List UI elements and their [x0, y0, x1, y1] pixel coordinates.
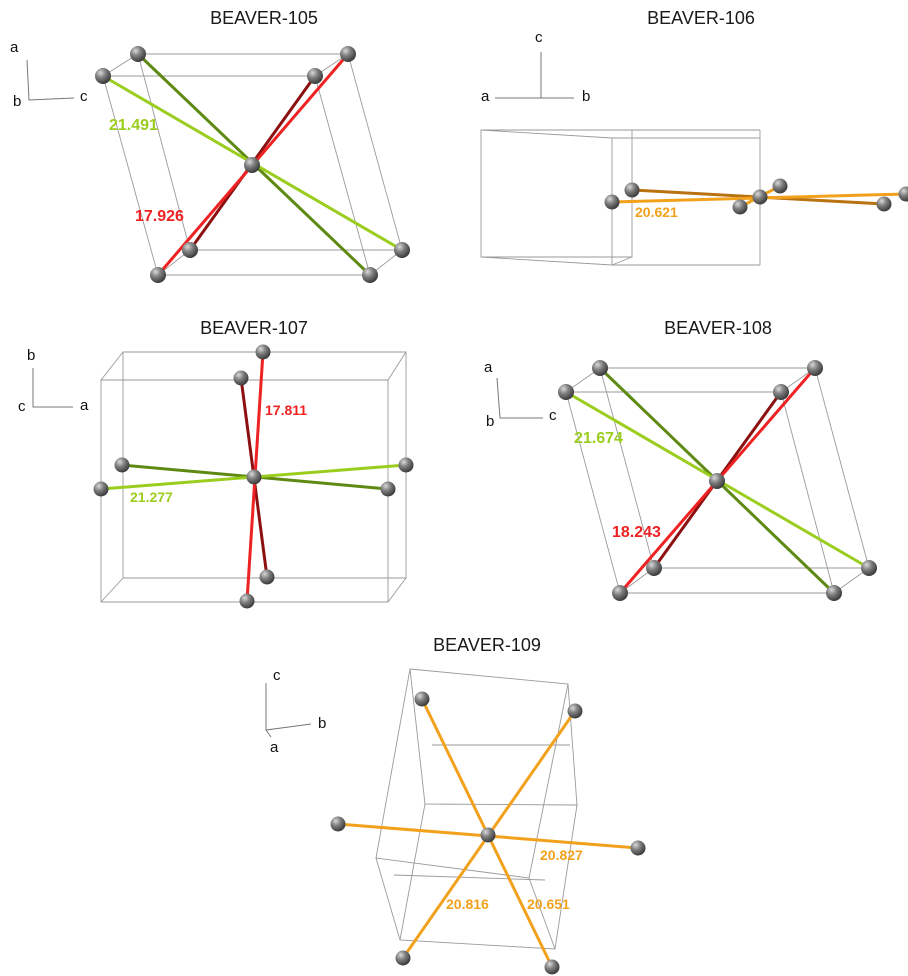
atoms — [604, 178, 908, 215]
distance-label-orange: 20.651 — [527, 896, 570, 912]
axis-lines — [26, 59, 75, 101]
panel-title: BEAVER-105 — [210, 8, 318, 28]
atom — [604, 194, 620, 210]
unit-cell — [100, 351, 407, 603]
atom — [592, 360, 608, 376]
atom — [182, 242, 198, 258]
axis-lines — [496, 377, 543, 419]
atom — [826, 585, 842, 601]
panel-title: BEAVER-109 — [433, 635, 541, 655]
atom-center — [244, 157, 260, 173]
atom-center — [480, 827, 496, 843]
atom — [233, 370, 249, 386]
atom — [95, 68, 111, 84]
atom — [259, 569, 275, 585]
atom — [567, 703, 583, 719]
distance-label-red: 17.926 — [135, 208, 184, 225]
axis-label-a: a — [270, 739, 279, 756]
atoms — [95, 46, 410, 283]
atom — [876, 196, 892, 212]
axis-label-b: b — [486, 413, 494, 430]
atom — [330, 816, 346, 832]
atom — [630, 840, 646, 856]
atom — [414, 691, 430, 707]
axis-label-b: b — [13, 93, 21, 110]
panel-title: BEAVER-108 — [664, 318, 772, 338]
axis-label-c: c — [18, 398, 26, 415]
panel-beaver-105: BEAVER-105 a b c — [10, 8, 410, 283]
distance-label-green: 21.277 — [130, 489, 173, 505]
atom — [624, 182, 640, 198]
atom — [807, 360, 823, 376]
panel-beaver-107: BEAVER-107 b c a — [18, 318, 414, 609]
axis-label-c: c — [549, 407, 557, 424]
atom — [558, 384, 574, 400]
unit-cell — [101, 53, 404, 276]
atom — [773, 384, 789, 400]
panel-title: BEAVER-106 — [647, 8, 755, 28]
atom — [239, 593, 255, 609]
axis-triad: a b c — [10, 39, 88, 110]
axis-label-a: a — [484, 359, 493, 376]
axis-triad: c a b — [481, 29, 590, 105]
atoms — [330, 691, 646, 975]
axis-label-c: c — [80, 88, 88, 105]
atom — [340, 46, 356, 62]
axis-label-b: b — [582, 88, 590, 105]
atom — [362, 267, 378, 283]
distance-label-green: 21.674 — [574, 430, 623, 447]
axis-label-b: b — [27, 347, 35, 364]
atom — [93, 481, 109, 497]
panel-beaver-108: BEAVER-108 a b c — [484, 318, 877, 601]
axis-label-a: a — [481, 88, 490, 105]
atom — [646, 560, 662, 576]
panel-beaver-106: BEAVER-106 c a b — [480, 8, 908, 266]
distance-label-orange: 20.827 — [540, 847, 583, 863]
atom — [898, 186, 908, 202]
atom — [732, 199, 748, 215]
atom — [394, 242, 410, 258]
atom — [114, 457, 130, 473]
atom-center — [752, 189, 768, 205]
axis-label-a: a — [10, 39, 19, 56]
atom — [130, 46, 146, 62]
axis-triad: a b c — [484, 359, 557, 430]
atom-center — [246, 469, 262, 485]
distance-label-red: 18.243 — [612, 524, 661, 541]
atom — [395, 950, 411, 966]
atoms — [93, 344, 414, 609]
atom — [861, 560, 877, 576]
panel-beaver-109: BEAVER-109 c b a — [265, 635, 646, 975]
atom — [772, 178, 788, 194]
atom — [398, 457, 414, 473]
axis-triad: b c a — [18, 347, 89, 415]
distance-label-red: 17.811 — [265, 402, 307, 418]
axis-lines — [265, 683, 312, 731]
unit-cell — [375, 668, 578, 950]
unit-cell — [480, 129, 761, 266]
panel-title: BEAVER-107 — [200, 318, 308, 338]
atom — [255, 344, 271, 360]
distance-label-green: 21.491 — [109, 117, 158, 134]
atoms — [558, 360, 877, 601]
axis-label-a: a — [80, 397, 89, 414]
distance-label-orange: 20.621 — [635, 204, 678, 220]
axis-label-c: c — [273, 667, 281, 684]
atom — [612, 585, 628, 601]
axis-label-b: b — [318, 715, 326, 732]
atom — [380, 481, 396, 497]
atom-center — [709, 473, 725, 489]
distance-label-orange: 20.816 — [446, 896, 489, 912]
axis-lines — [32, 368, 73, 408]
atom — [307, 68, 323, 84]
axis-label-c: c — [535, 29, 543, 46]
atom — [544, 959, 560, 975]
atom — [150, 267, 166, 283]
axis-triad: c b a — [265, 667, 326, 756]
